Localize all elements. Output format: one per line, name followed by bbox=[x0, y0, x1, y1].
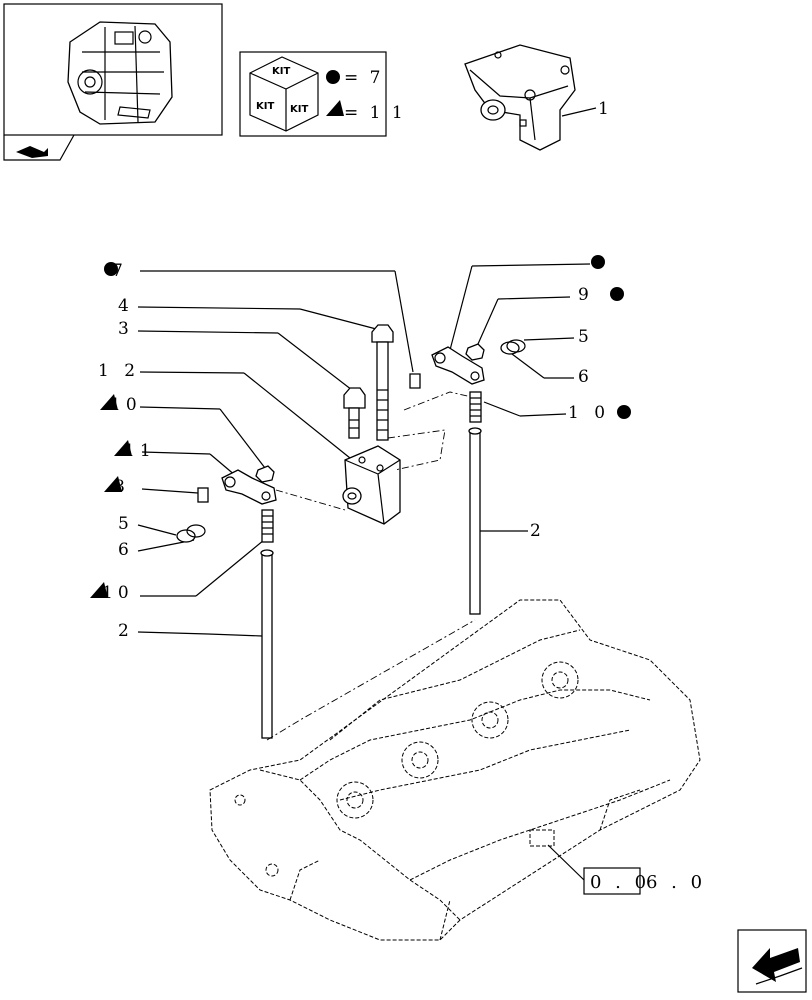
callout-1-top: 1 bbox=[598, 99, 614, 119]
rocker-support-block bbox=[342, 445, 401, 525]
callout-6-left: 6 bbox=[118, 540, 134, 560]
callout-6-right: 6 bbox=[578, 367, 594, 387]
kit-triangle-marker bbox=[90, 582, 108, 598]
screw-small-right bbox=[409, 373, 421, 389]
kit-triangle-qty: = 1 1 bbox=[344, 103, 406, 123]
callout-3: 3 bbox=[118, 319, 134, 339]
kit-circle-marker bbox=[617, 405, 631, 419]
kit-triangle-marker bbox=[100, 394, 118, 410]
callout-4: 4 bbox=[118, 296, 134, 316]
adjuster-stud-right bbox=[469, 391, 482, 423]
callout-9-right: 9 bbox=[578, 285, 594, 305]
washer-left bbox=[176, 524, 206, 543]
washer-right bbox=[500, 339, 526, 355]
kit-label-left: KIT bbox=[256, 101, 274, 112]
callout-5-right: 5 bbox=[578, 327, 594, 347]
callout-10-lower: 10 bbox=[102, 583, 134, 603]
callout-10-right: 1 0 bbox=[568, 403, 610, 423]
callout-5-left: 5 bbox=[118, 514, 134, 534]
cylinder-head bbox=[209, 599, 701, 941]
rocker-arm-left bbox=[221, 465, 277, 505]
kit-triangle-marker bbox=[114, 440, 132, 456]
kit-cube-icon: KIT KIT KIT bbox=[249, 56, 319, 132]
callout-11-left: 11 bbox=[124, 441, 156, 461]
kit-circle-qty: = 7 bbox=[344, 68, 383, 88]
engine-icon bbox=[67, 21, 173, 125]
pushrod-right bbox=[468, 427, 482, 615]
rocker-support-assembly bbox=[464, 44, 576, 151]
back-arrow-button[interactable] bbox=[3, 134, 75, 161]
engine-thumbnail[interactable] bbox=[3, 3, 223, 136]
back-arrow-icon bbox=[16, 146, 48, 158]
kit-label-right: KIT bbox=[290, 104, 308, 115]
rocker-arm-right bbox=[431, 343, 485, 385]
bolt-short bbox=[343, 387, 366, 439]
kit-circle-marker bbox=[610, 287, 624, 301]
bolt-long bbox=[371, 324, 394, 441]
adjuster-stud-left bbox=[261, 509, 274, 543]
callout-8-left: 8 bbox=[114, 477, 130, 497]
callout-2-left: 2 bbox=[118, 621, 134, 641]
pushrod-left bbox=[260, 549, 274, 739]
callout-2-right: 2 bbox=[530, 521, 546, 541]
next-page-button[interactable] bbox=[737, 929, 807, 993]
reference-box[interactable]: 0 . 0 6 . 0 bbox=[583, 867, 706, 895]
callout-7-top: 7 bbox=[112, 261, 128, 281]
next-page-arrow-icon bbox=[752, 948, 803, 985]
callout-12: 1 2 bbox=[98, 361, 140, 381]
reference-rest: 6 . 0 bbox=[646, 872, 706, 893]
kit-label-top: KIT bbox=[272, 66, 290, 77]
kit-triangle-icon bbox=[326, 100, 344, 116]
kit-triangle-marker bbox=[104, 476, 122, 492]
kit-circle-marker bbox=[591, 255, 605, 269]
kit-circle-marker bbox=[104, 262, 118, 276]
kit-circle-icon bbox=[326, 70, 340, 84]
callout-10-left: 10 bbox=[110, 395, 142, 415]
screw-small-left bbox=[197, 487, 209, 503]
reference-boxed: 0 . 0 bbox=[590, 872, 650, 893]
kit-legend: KIT KIT KIT = 7 = 1 1 bbox=[239, 51, 406, 137]
